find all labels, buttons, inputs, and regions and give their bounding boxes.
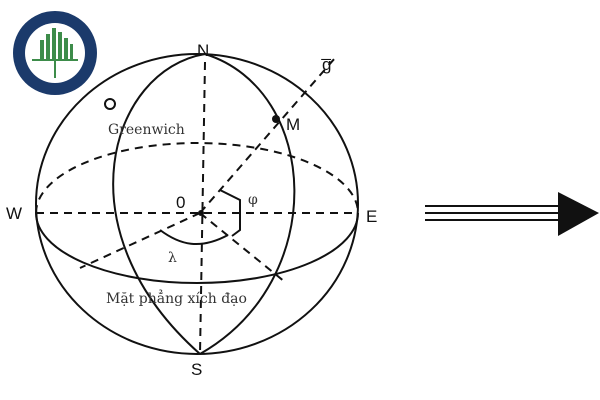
lambda-ray-left: [79, 212, 201, 269]
label-east: E: [366, 207, 377, 226]
sphere-outline: [35, 53, 359, 355]
label-west: W: [6, 204, 22, 223]
label-g: g̅: [321, 55, 331, 74]
logo: [13, 11, 97, 95]
label-south: S: [191, 360, 202, 379]
point-m: [272, 115, 280, 123]
equator-front: [35, 212, 359, 284]
greenwich-meridian: [112, 53, 206, 355]
greenwich-point: [104, 98, 116, 110]
phi-arc: [219, 189, 241, 237]
meridian-m: [199, 53, 296, 355]
label-lambda: λ: [168, 250, 177, 266]
arrow-right-icon: [425, 192, 599, 236]
polar-axis: [199, 61, 206, 355]
label-north: N: [197, 41, 209, 60]
lambda-ray-right: [199, 212, 286, 283]
equator-back: [35, 142, 359, 214]
lambda-arc: [159, 229, 229, 246]
g-axis: [199, 57, 336, 214]
label-m: M: [286, 115, 300, 134]
label-greenwich: Greenwich: [108, 122, 185, 138]
label-origin: 0: [176, 193, 185, 212]
origin-point: [198, 210, 204, 216]
label-equator-plane: Mặt phẳng xích đạo: [106, 289, 247, 307]
label-phi: φ: [248, 192, 258, 208]
sphere: [35, 53, 359, 355]
